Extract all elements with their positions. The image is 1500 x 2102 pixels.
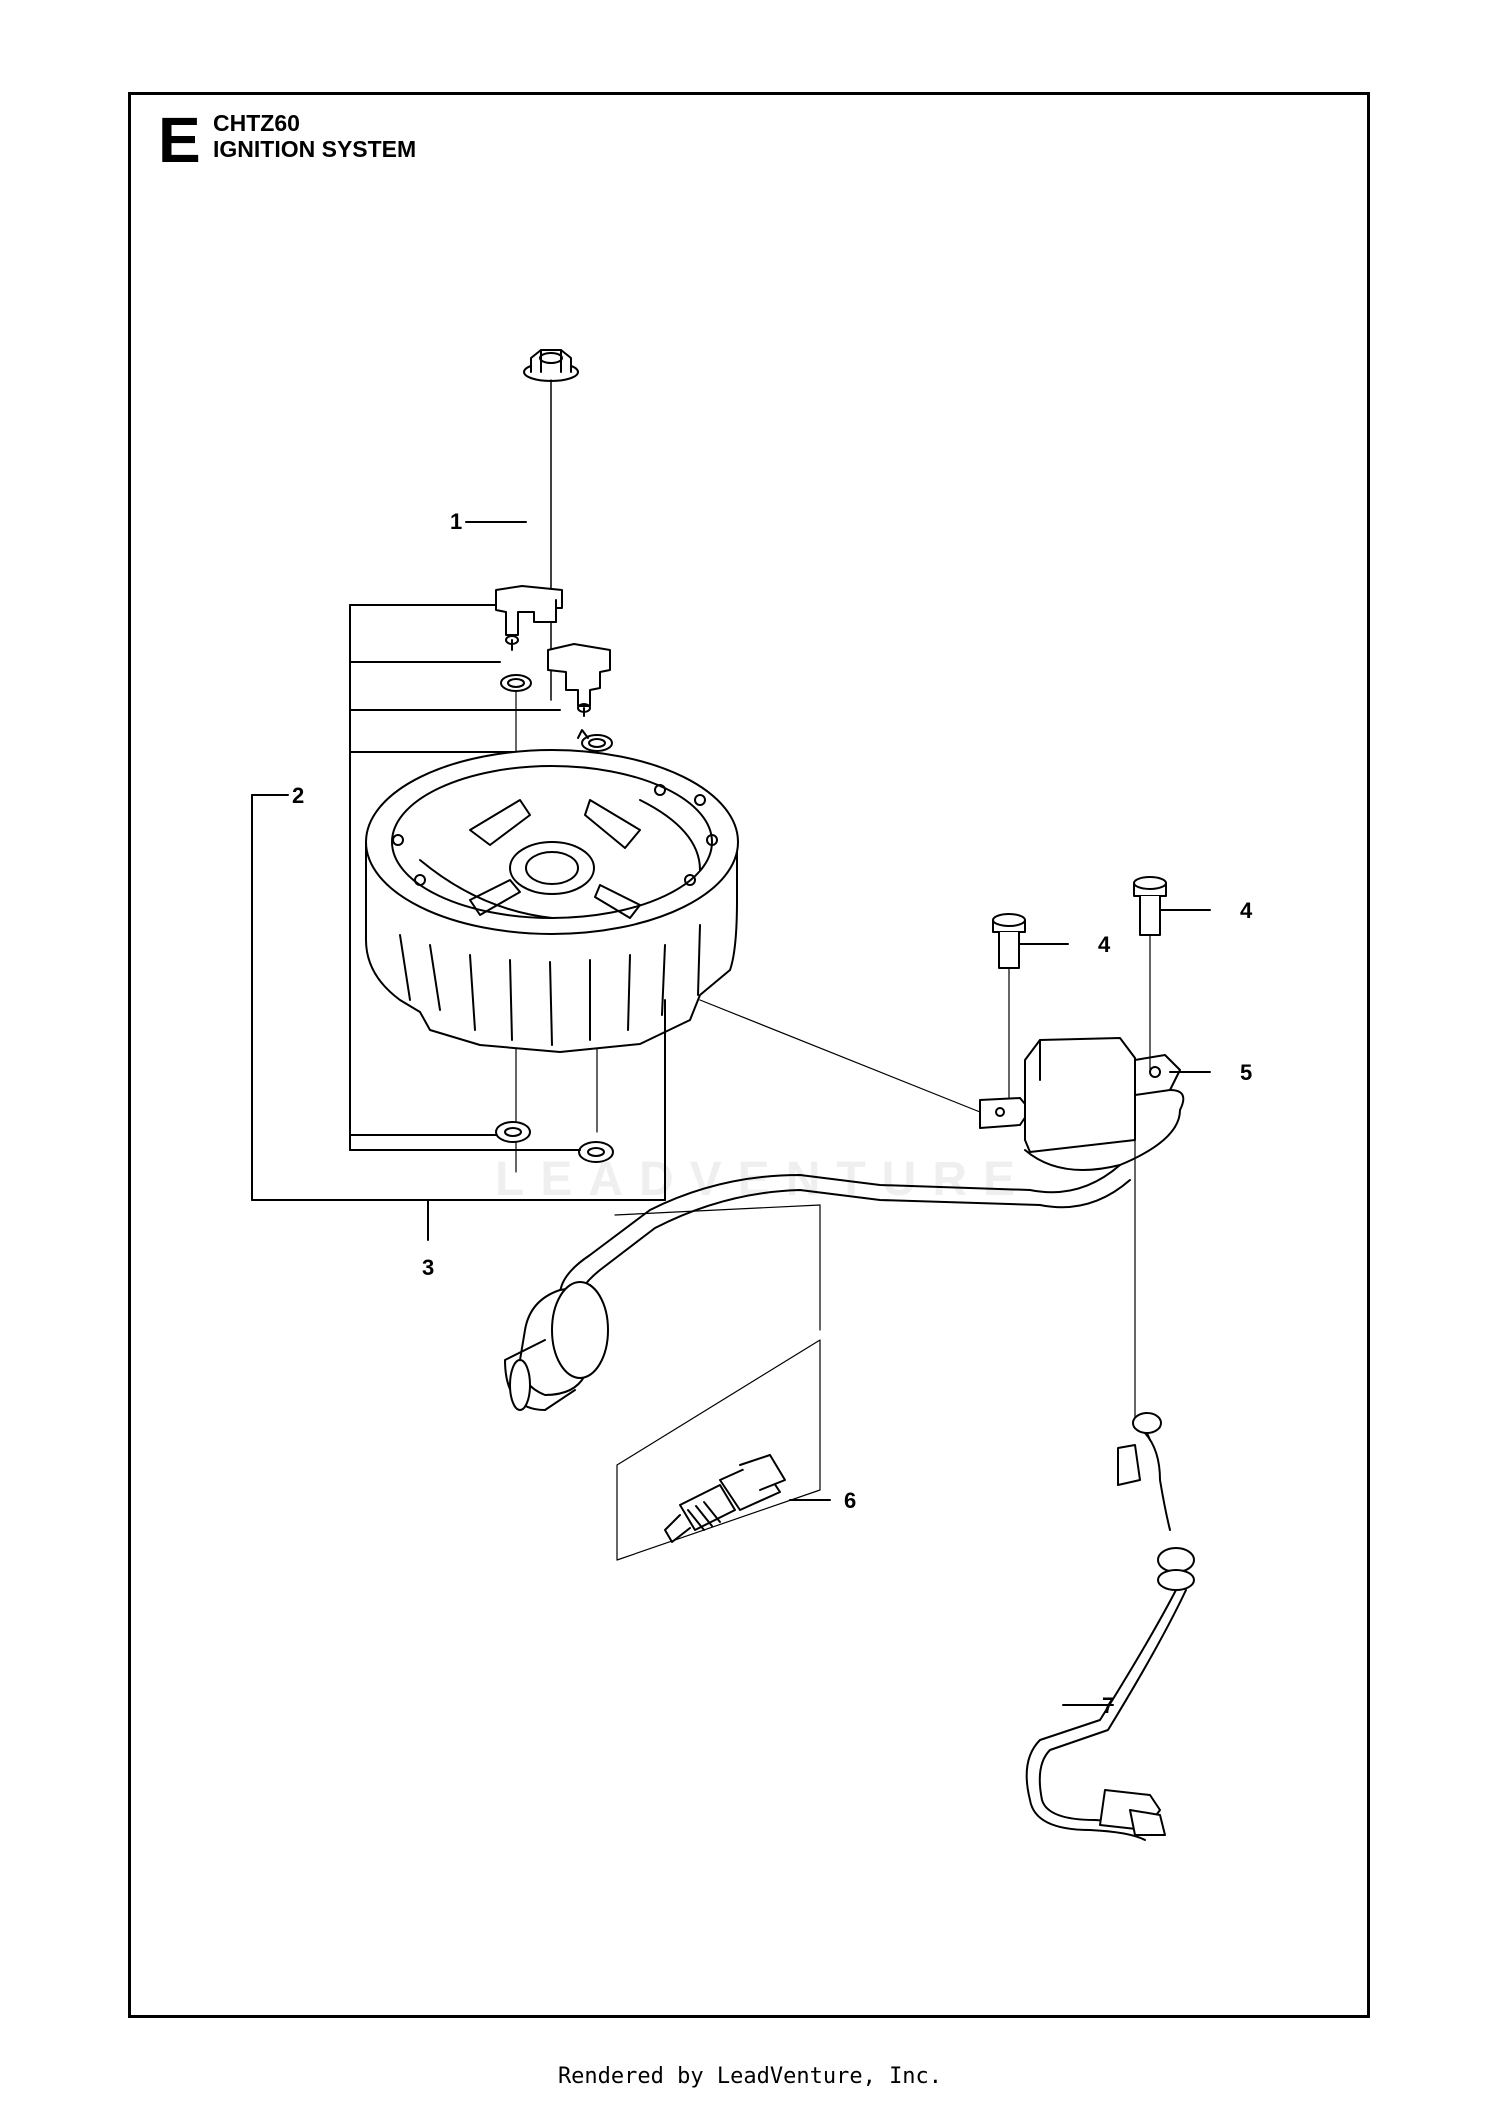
diagram-frame bbox=[128, 92, 1370, 2018]
part-6-spark-plug[interactable] bbox=[616, 1339, 831, 1561]
callout-2: 2 bbox=[292, 783, 304, 808]
part-2-starter-pawl-kit[interactable] bbox=[349, 585, 614, 1173]
ht-lead-and-boot[interactable] bbox=[504, 1164, 1131, 1411]
part-5-ignition-module[interactable] bbox=[699, 999, 1211, 1421]
part-1-flange-nut[interactable] bbox=[523, 349, 579, 701]
model-code: CHTZ60 bbox=[213, 110, 300, 136]
callout-3: 3 bbox=[422, 1255, 434, 1280]
callout-7: 7 bbox=[1102, 1693, 1114, 1718]
callout-5: 5 bbox=[1240, 1060, 1252, 1085]
part-4-screw-right[interactable] bbox=[1133, 876, 1211, 1071]
footer-credit: Rendered by LeadVenture, Inc. bbox=[557, 2064, 943, 2089]
part-7-short-circuit-cable[interactable] bbox=[1025, 1412, 1195, 1841]
section-letter: E bbox=[158, 104, 201, 176]
callout-4-left: 4 bbox=[1098, 932, 1111, 957]
part-3-flywheel[interactable] bbox=[251, 749, 739, 1241]
callout-6: 6 bbox=[844, 1488, 856, 1513]
part-4-screw-left[interactable] bbox=[992, 913, 1069, 1111]
callout-4-right: 4 bbox=[1240, 898, 1253, 923]
callout-1: 1 bbox=[450, 509, 462, 534]
watermark: LEADVENTURE bbox=[495, 1153, 1032, 1206]
section-title: IGNITION SYSTEM bbox=[213, 136, 417, 162]
